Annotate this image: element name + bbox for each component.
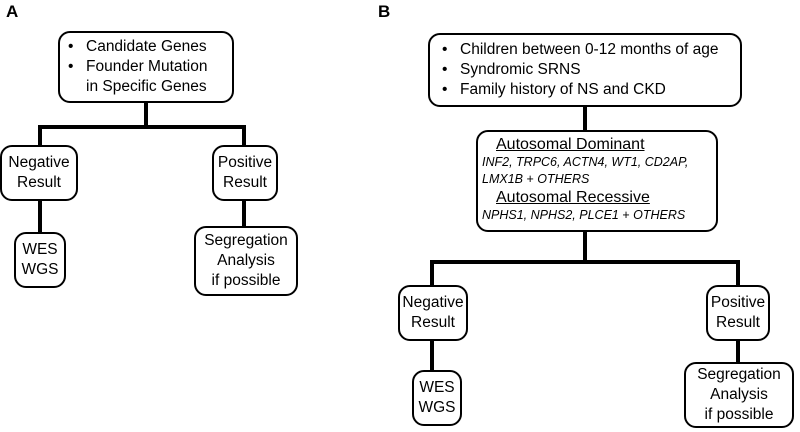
- panel-b-inheritance-box: Autosomal Dominant INF2, TRPC6, ACTN4, W…: [476, 130, 718, 232]
- autosomal-recessive-genes: NPHS1, NPHS2, PLCE1 + OTHERS: [482, 208, 686, 222]
- panel-b-connector: [583, 232, 587, 262]
- panel-b-criteria-item: •Family history of NS and CKD: [442, 81, 666, 98]
- panel-b-connector: [430, 341, 434, 371]
- autosomal-dominant-title: Autosomal Dominant: [496, 136, 645, 153]
- panel-a-connector: [38, 201, 42, 233]
- panel-a-connector: [242, 201, 246, 227]
- panel-a-label: A: [6, 2, 19, 21]
- panel-b-connector: [430, 260, 740, 264]
- panel-b-connector: [430, 260, 434, 286]
- panel-b-connector: [736, 341, 740, 365]
- panel-a-connector: [144, 103, 148, 127]
- panel-b-criteria-box: •Children between 0-12 months of age •Sy…: [428, 33, 742, 107]
- panel-b-label: B: [378, 2, 391, 21]
- panel-a-criteria-item: •Candidate Genes: [68, 38, 207, 55]
- panel-a-connector: [38, 125, 246, 129]
- panel-a-connector: [242, 125, 246, 147]
- autosomal-recessive-title: Autosomal Recessive: [496, 189, 650, 206]
- panel-b-connector: [583, 107, 587, 131]
- panel-b-criteria-item: •Children between 0-12 months of age: [442, 41, 719, 58]
- autosomal-dominant-genes: INF2, TRPC6, ACTN4, WT1, CD2AP, LMX1B + …: [482, 155, 689, 186]
- panel-a-connector: [38, 125, 42, 147]
- panel-b-criteria-item: •Syndromic SRNS: [442, 61, 581, 78]
- panel-b-connector: [736, 260, 740, 286]
